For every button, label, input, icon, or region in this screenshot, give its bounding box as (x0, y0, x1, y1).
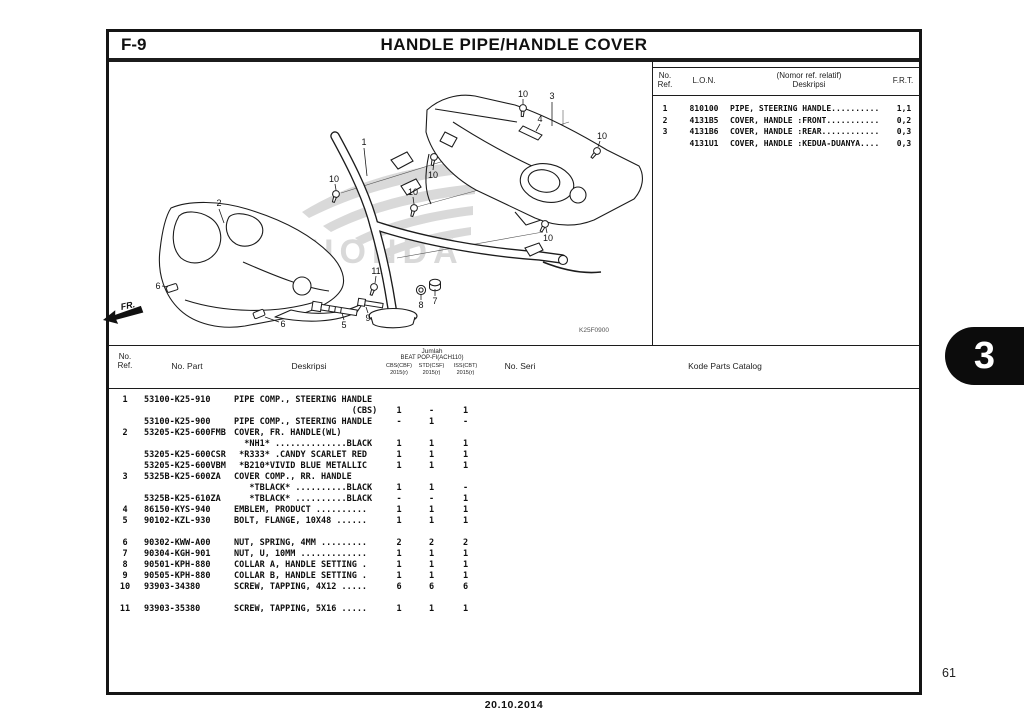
parts-col-jumlah: Jumlah (421, 348, 443, 355)
front-handle-cover (158, 201, 364, 328)
rear-handle-cover (425, 94, 643, 226)
parts-table-row: 53205-K25-600CSR *R333* .CANDY SCARLET R… (144, 450, 469, 460)
subcol-iss: ISS(CBT)2015(r) (453, 363, 478, 376)
grip-end (557, 254, 569, 266)
page-border (106, 29, 922, 695)
ref-table-col-frt: F.R.T. (892, 76, 914, 85)
fr-label: FR. (120, 299, 136, 312)
screw-item-10 (590, 147, 601, 159)
parts-table-row: 5325B-K25-610ZA *TBLACK* ..........BLACK… (144, 494, 469, 504)
diagram-callout-2: 2 (216, 198, 222, 208)
screw-item-10 (430, 153, 438, 167)
washer-item-8 (415, 284, 427, 296)
diagram-callout-10: 10 (517, 89, 529, 99)
stem-base (370, 316, 416, 329)
parts-table-row: 53205-K25-600VBM *B210*VIVID BLUE METALL… (144, 461, 469, 471)
subcol-std: STD(CSF)2015(r) (418, 363, 445, 376)
brake-lever (542, 261, 602, 274)
handle-pipe (330, 131, 602, 329)
diagram-callout-5: 5 (341, 320, 347, 330)
clip-item-6 (165, 283, 179, 293)
diagram-table-divider (652, 62, 653, 346)
diagram-callout-7: 7 (432, 296, 438, 306)
nut-item-7 (429, 278, 441, 292)
parts-subcolumns: CBS(CBF)2015(r) STD(CSF)2015(r) ISS(CBT)… (384, 363, 482, 376)
screw-item-10 (410, 204, 418, 218)
lever-bracket (524, 242, 544, 257)
parts-col-ref: No.Ref. (117, 352, 133, 370)
ref-table-top-line (652, 67, 920, 68)
fr-direction-arrow: FR. (103, 299, 144, 324)
parts-table-row: (CBS)1-1 (234, 406, 469, 416)
leader-lines (161, 99, 601, 323)
footer-date: 20.10.2014 (484, 699, 544, 711)
parts-diagram-svg: HONDA ® (103, 94, 643, 334)
diagram-code: K25F0900 (579, 327, 609, 334)
diagram-callout-6: 6 (155, 281, 161, 291)
diagram-callout-10: 10 (542, 233, 554, 243)
diagram-callout-11: 11 (371, 266, 381, 276)
diagram-callout-9: 9 (365, 313, 371, 323)
parts-col-model: BEAT POP-FI(ACH110) (400, 355, 464, 361)
parts-table-top-line (109, 345, 919, 346)
chapter-tab: 3 (945, 327, 1024, 385)
screw-item-10 (331, 190, 340, 204)
clip-item-6 (252, 308, 266, 320)
section-code: F-9 (121, 35, 147, 54)
screw-item-10 (519, 104, 527, 118)
ref-table-col-lon: L.O.N. (692, 76, 716, 85)
diagram-callout-6: 6 (280, 319, 286, 329)
diagram-callout-3: 3 (549, 91, 555, 101)
ref-table-header-line (652, 95, 920, 96)
parts-table-header-line (109, 388, 919, 389)
subcol-cbs: CBS(CBF)2015(r) (386, 363, 412, 376)
bolt-item-9 (356, 297, 384, 309)
page-number: 61 (942, 666, 956, 680)
emblem-item-4 (518, 125, 543, 141)
diagram-callout-4: 4 (537, 114, 543, 124)
parts-col-kode: Kode Parts Catalog (688, 361, 762, 371)
ref-table-col-desc: (Nomor ref. relatif)Deskripsi (776, 71, 842, 89)
header-divider (109, 58, 919, 62)
diagram-callout-10: 10 (596, 131, 608, 141)
diagram-callout-10: 10 (328, 174, 340, 184)
fasteners (165, 104, 601, 320)
screw-item-10 (539, 220, 549, 233)
diagram-callout-10: 10 (427, 170, 439, 180)
diagram-callout-10: 10 (407, 187, 419, 197)
parts-col-seri: No. Seri (504, 361, 536, 371)
handle-clamp-lower (400, 178, 422, 196)
diagram-callout-8: 8 (418, 300, 424, 310)
diagram-callout-1: 1 (361, 137, 367, 147)
screw-item-11 (369, 283, 378, 296)
ref-table-col-ref: No.Ref. (657, 71, 673, 89)
parts-col-desc: Deskripsi (291, 361, 327, 371)
handle-clamp-upper (390, 151, 414, 170)
exploded-diagram: HONDA ® (95, 62, 655, 347)
parts-col-part: No. Part (171, 361, 203, 371)
bolt-item-5 (311, 300, 358, 317)
page-title: HANDLE PIPE/HANDLE COVER (380, 35, 648, 54)
